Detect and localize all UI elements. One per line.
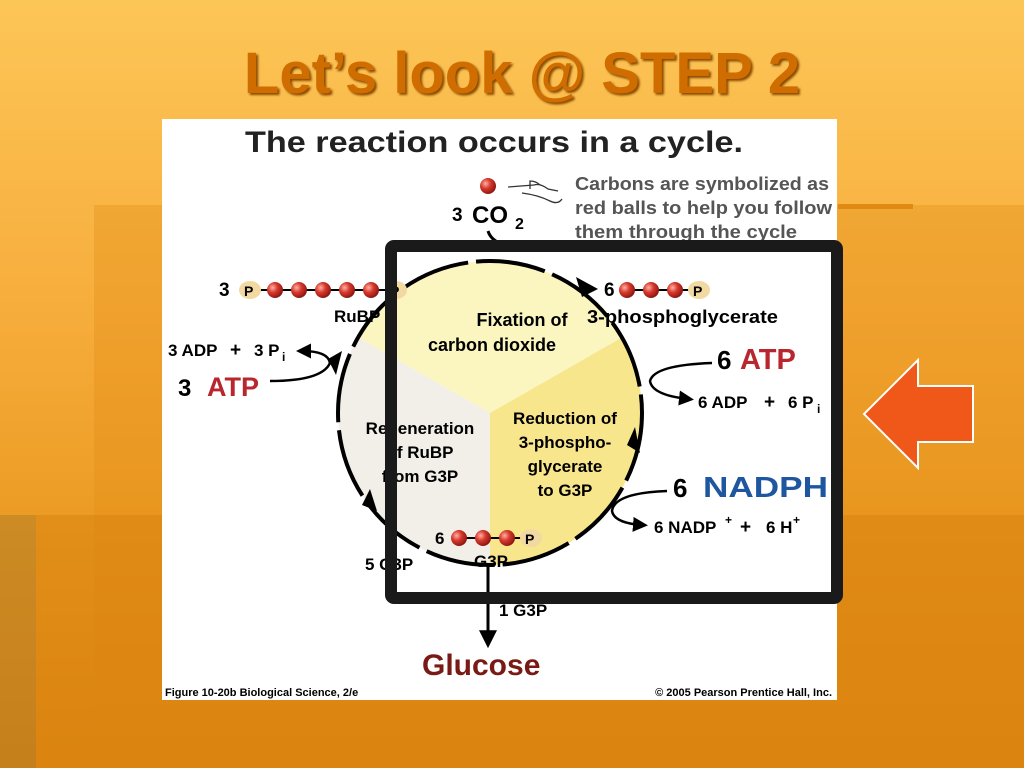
regeneration-label-line-3: from G3P <box>382 467 459 486</box>
reduction-label-line-1: Reduction of <box>513 409 617 428</box>
calvin-cycle-diagram: The reaction occurs in a cycle. 3 CO 2 C… <box>165 126 833 699</box>
pi-left-label: 3 P <box>254 341 280 360</box>
calvin-cycle-figure: The reaction occurs in a cycle. 3 CO 2 C… <box>162 119 837 700</box>
g3p-coefficient: 6 <box>435 529 444 548</box>
regeneration-label-line-1: Regeneration <box>366 419 475 438</box>
figure-caption: Figure 10-20b Biological Science, 2/e <box>165 687 358 699</box>
figure-copyright: © 2005 Pearson Prentice Hall, Inc. <box>655 687 832 699</box>
accent-line <box>838 204 913 209</box>
fixation-label-line-1: Fixation of <box>477 310 569 330</box>
rubp-carbon-5 <box>363 282 379 298</box>
rubp-carbon-4 <box>339 282 355 298</box>
pga-carbon-2 <box>643 282 659 298</box>
g3p-carbon-3 <box>499 530 515 546</box>
pi-right-label: 6 P <box>788 393 814 412</box>
five-g3p-label: 5 G3P <box>365 555 413 574</box>
pointing-hand-icon <box>507 180 563 204</box>
plus-right: + <box>764 392 775 413</box>
glucose-label: Glucose <box>422 649 540 682</box>
one-g3p-label: 1 G3P <box>499 601 547 620</box>
pga-carbon-1 <box>619 282 635 298</box>
slide-title: Let’s look @ STEP 2 <box>243 41 801 106</box>
rubp-carbon-3 <box>315 282 331 298</box>
rubp-phosphate-left-label: P <box>244 283 253 299</box>
nadp-label: 6 NADP <box>654 518 716 537</box>
pi-right-subscript: i <box>817 402 820 416</box>
plus-nadph: + <box>740 517 751 538</box>
note-line-3: them through the cycle <box>575 222 797 242</box>
plus-left: + <box>230 340 241 361</box>
atp-left-arrow <box>269 343 332 383</box>
reduction-label-line-3: glycerate <box>528 457 603 476</box>
regeneration-label-line-2: of RuBP <box>386 443 453 462</box>
g3p-carbon-2 <box>475 530 491 546</box>
co2-label: CO <box>472 202 508 229</box>
rubp-phosphate-left <box>239 281 261 299</box>
note-line-2: red balls to help you follow <box>575 198 833 218</box>
g3p-label: G3P <box>474 552 508 571</box>
g3p-phosphate-label: P <box>525 531 534 547</box>
rubp-carbon-1 <box>267 282 283 298</box>
nadph-label: NADPH <box>703 472 828 504</box>
pointing-left-arrow-icon <box>862 358 974 470</box>
nadph-coefficient: 6 <box>673 473 687 503</box>
atp-right-label: ATP <box>740 344 796 376</box>
nadp-superscript: + <box>725 513 732 527</box>
h-label: 6 H <box>766 518 792 537</box>
pga-carbon-3 <box>667 282 683 298</box>
reduction-label-line-2: 3-phospho- <box>519 433 612 452</box>
adp-right-label: 6 ADP <box>698 393 747 412</box>
note-line-1: Carbons are symbolized as <box>575 174 829 194</box>
rubp-phosphate-right-label: P <box>390 283 399 299</box>
cycle-arrowhead-left <box>328 351 342 375</box>
atp-left-coefficient: 3 <box>178 375 191 402</box>
reduction-label-line-4: to G3P <box>538 481 593 500</box>
co2-carbon-ball <box>480 178 496 194</box>
pga-phosphate-label: P <box>693 283 702 299</box>
background-band-corner <box>0 515 36 768</box>
pga-label: 3-phosphoglycerate <box>587 307 778 327</box>
rubp-coefficient: 3 <box>219 280 230 301</box>
rubp-carbon-2 <box>291 282 307 298</box>
atp-right-coefficient: 6 <box>717 345 731 375</box>
fixation-label-line-2: carbon dioxide <box>428 335 556 355</box>
adp-left-label: 3 ADP <box>168 341 217 360</box>
co2-subscript: 2 <box>515 216 524 233</box>
rubp-label: RuBP <box>334 307 380 326</box>
figure-heading: The reaction occurs in a cycle. <box>245 126 743 159</box>
g3p-carbon-1 <box>451 530 467 546</box>
pga-coefficient: 6 <box>604 280 615 301</box>
co2-coefficient: 3 <box>452 205 463 226</box>
pi-left-subscript: i <box>282 350 285 364</box>
co2-entry-arrow <box>486 230 515 249</box>
cycle-arrowhead-bottom-left <box>362 489 377 511</box>
atp-left-label: ATP <box>207 372 259 402</box>
h-superscript: + <box>793 513 800 527</box>
